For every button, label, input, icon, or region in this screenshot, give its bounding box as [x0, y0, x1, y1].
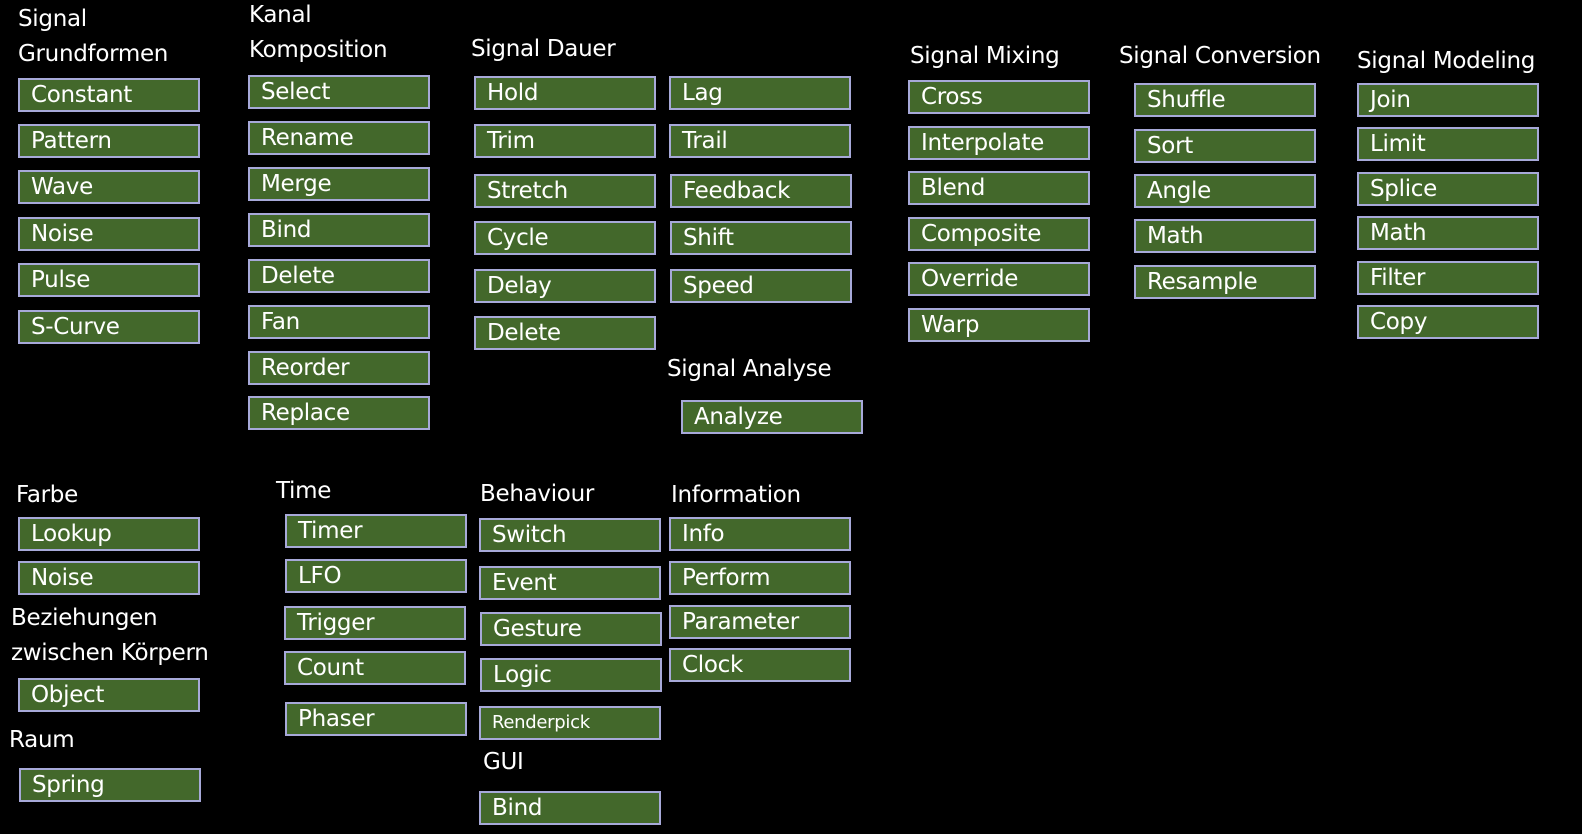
beziehungen-object-button[interactable]: Object [18, 678, 200, 712]
group-heading-signal-conversion: Signal Conversion [1119, 43, 1321, 69]
group-heading-beziehungen: Beziehungen [11, 605, 158, 631]
information-clock-button[interactable]: Clock [669, 648, 851, 682]
signal-dauer-trim-button[interactable]: Trim [474, 124, 656, 158]
signal-dauer-stretch-button[interactable]: Stretch [474, 174, 656, 208]
behaviour-renderpick-button[interactable]: Renderpick [479, 706, 661, 740]
signal-analyse-analyze-button[interactable]: Analyze [681, 400, 863, 434]
behaviour-event-button[interactable]: Event [479, 566, 661, 600]
signal-modeling-copy-button[interactable]: Copy [1357, 305, 1539, 339]
farbe-lookup-button[interactable]: Lookup [18, 517, 200, 551]
time-phaser-button[interactable]: Phaser [285, 702, 467, 736]
time-trigger-button[interactable]: Trigger [284, 606, 466, 640]
group-heading-gui: GUI [483, 749, 524, 775]
group-heading-farbe: Farbe [16, 482, 78, 508]
time-timer-button[interactable]: Timer [285, 514, 467, 548]
gui-bind-button[interactable]: Bind [479, 791, 661, 825]
kanal-komposition-fan-button[interactable]: Fan [248, 305, 430, 339]
time-lfo-button[interactable]: LFO [285, 559, 467, 593]
signal-mixing-composite-button[interactable]: Composite [908, 217, 1090, 251]
signal-dauer-trail-button[interactable]: Trail [669, 124, 851, 158]
signal-conversion-math-button[interactable]: Math [1134, 219, 1316, 253]
signal-mixing-blend-button[interactable]: Blend [908, 171, 1090, 205]
signal-dauer-feedback-button[interactable]: Feedback [670, 174, 852, 208]
signal-mixing-cross-button[interactable]: Cross [908, 80, 1090, 114]
kanal-komposition-replace-button[interactable]: Replace [248, 396, 430, 430]
time-count-button[interactable]: Count [284, 651, 466, 685]
signal-conversion-sort-button[interactable]: Sort [1134, 129, 1316, 163]
group-heading-signal-modeling: Signal Modeling [1357, 48, 1536, 74]
signal-grundformen-noise-button[interactable]: Noise [18, 217, 200, 251]
group-heading-information: Information [671, 482, 801, 508]
signal-dauer-delay-button[interactable]: Delay [474, 269, 656, 303]
group-heading-raum: Raum [9, 727, 75, 753]
group-heading-signal-mixing: Signal Mixing [910, 43, 1060, 69]
kanal-komposition-rename-button[interactable]: Rename [248, 121, 430, 155]
group-heading-signal-grundformen: Signal [18, 6, 87, 32]
signal-modeling-limit-button[interactable]: Limit [1357, 127, 1539, 161]
signal-grundformen-constant-button[interactable]: Constant [18, 78, 200, 112]
behaviour-logic-button[interactable]: Logic [480, 658, 662, 692]
signal-mixing-override-button[interactable]: Override [908, 262, 1090, 296]
group-heading-kanal-komposition: Komposition [249, 37, 388, 63]
information-perform-button[interactable]: Perform [669, 561, 851, 595]
signal-grundformen-pulse-button[interactable]: Pulse [18, 263, 200, 297]
group-heading-signal-grundformen: Grundformen [18, 41, 169, 67]
kanal-komposition-merge-button[interactable]: Merge [248, 167, 430, 201]
kanal-komposition-reorder-button[interactable]: Reorder [248, 351, 430, 385]
group-heading-signal-analyse: Signal Analyse [667, 356, 832, 382]
group-heading-signal-dauer: Signal Dauer [471, 36, 616, 62]
signal-conversion-angle-button[interactable]: Angle [1134, 174, 1316, 208]
kanal-komposition-delete-button[interactable]: Delete [248, 259, 430, 293]
signal-dauer-cycle-button[interactable]: Cycle [474, 221, 656, 255]
signal-modeling-math-button[interactable]: Math [1357, 216, 1539, 250]
kanal-komposition-bind-button[interactable]: Bind [248, 213, 430, 247]
signal-modeling-splice-button[interactable]: Splice [1357, 172, 1539, 206]
group-heading-behaviour: Behaviour [480, 481, 595, 507]
farbe-noise-button[interactable]: Noise [18, 561, 200, 595]
signal-mixing-warp-button[interactable]: Warp [908, 308, 1090, 342]
kanal-komposition-select-button[interactable]: Select [248, 75, 430, 109]
signal-dauer-delete-button[interactable]: Delete [474, 316, 656, 350]
raum-spring-button[interactable]: Spring [19, 768, 201, 802]
behaviour-gesture-button[interactable]: Gesture [480, 612, 662, 646]
signal-dauer-speed-button[interactable]: Speed [670, 269, 852, 303]
signal-conversion-resample-button[interactable]: Resample [1134, 265, 1316, 299]
signal-dauer-shift-button[interactable]: Shift [670, 221, 852, 255]
signal-grundformen-pattern-button[interactable]: Pattern [18, 124, 200, 158]
group-heading-beziehungen: zwischen Körpern [11, 640, 209, 666]
signal-modeling-filter-button[interactable]: Filter [1357, 261, 1539, 295]
information-parameter-button[interactable]: Parameter [669, 605, 851, 639]
signal-dauer-hold-button[interactable]: Hold [474, 76, 656, 110]
signal-conversion-shuffle-button[interactable]: Shuffle [1134, 83, 1316, 117]
signal-mixing-interpolate-button[interactable]: Interpolate [908, 126, 1090, 160]
behaviour-switch-button[interactable]: Switch [479, 518, 661, 552]
information-info-button[interactable]: Info [669, 517, 851, 551]
signal-modeling-join-button[interactable]: Join [1357, 83, 1539, 117]
group-heading-time: Time [276, 478, 332, 504]
group-heading-kanal-komposition: Kanal [249, 2, 312, 28]
signal-dauer-lag-button[interactable]: Lag [669, 76, 851, 110]
signal-grundformen-wave-button[interactable]: Wave [18, 170, 200, 204]
signal-grundformen-s-curve-button[interactable]: S-Curve [18, 310, 200, 344]
